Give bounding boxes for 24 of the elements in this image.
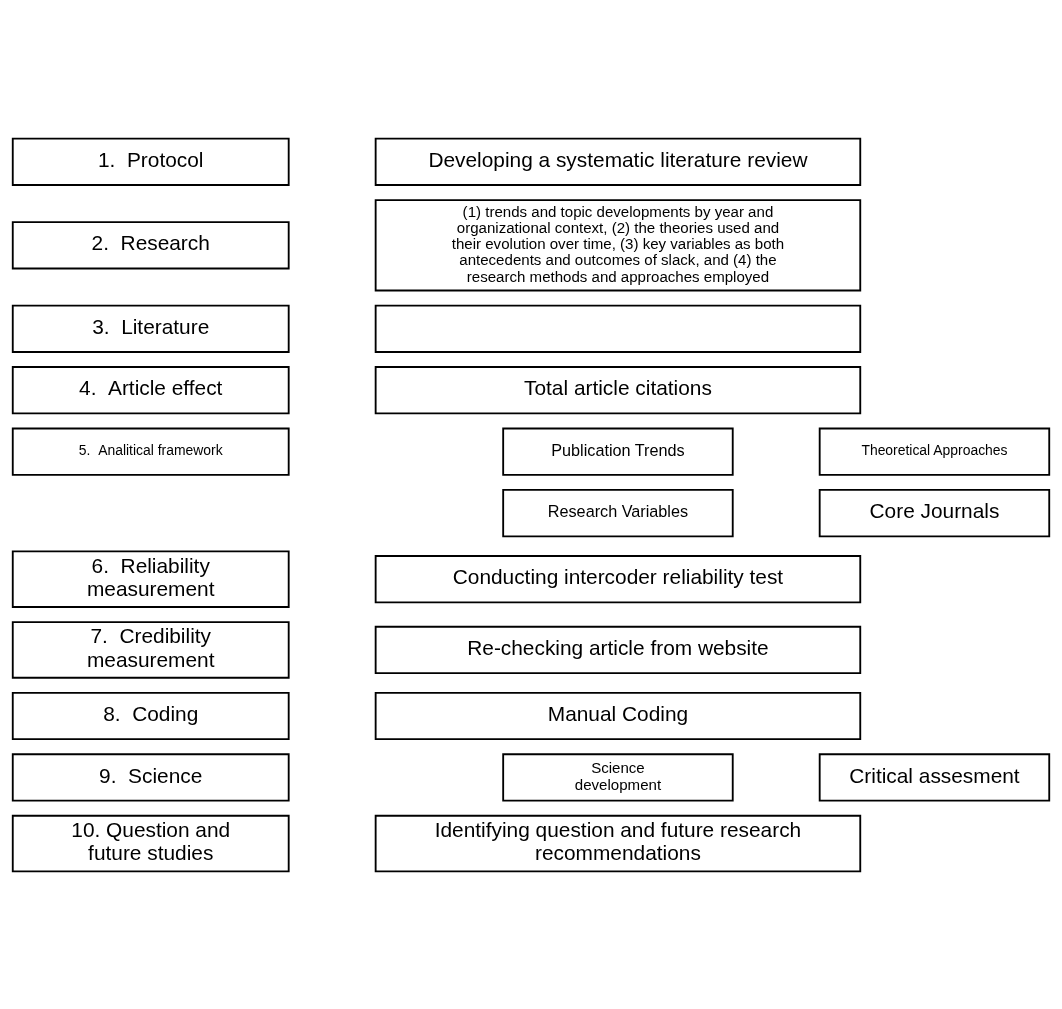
node-box: 4. Article effect: [11, 365, 290, 414]
node-box: 9. Science: [11, 752, 290, 802]
node-box: Science development: [502, 752, 734, 802]
node-box: Critical assesment: [818, 752, 1051, 802]
node-box: 1. Protocol: [11, 137, 290, 186]
node-box: 5. Analitical framework: [11, 427, 290, 476]
node-box: Total article citations: [374, 365, 862, 414]
node-box: 8. Coding: [11, 691, 290, 740]
node-box: 2. Research: [11, 220, 290, 269]
node-box: Re-checking article from website: [374, 625, 862, 674]
node-box: Core Journals: [818, 488, 1051, 537]
node-box: Research Variables: [502, 488, 734, 537]
node-box: Identifying question and future research recommendations: [374, 814, 862, 872]
node-box: Manual Coding: [374, 691, 862, 740]
node-box: 3. Literature: [11, 304, 290, 353]
node-box: 7. Credibility measurement: [11, 620, 290, 679]
node-box: Publication Trends: [502, 427, 734, 476]
node-box: 10. Question and future studies: [11, 814, 290, 872]
node-box: 6. Reliability measurement: [11, 549, 290, 608]
node-box: Theoretical Approaches: [818, 427, 1051, 476]
node-box: [374, 304, 862, 353]
node-box: Developing a systematic literature review: [374, 137, 862, 186]
node-box: Conducting intercoder reliability test: [374, 554, 862, 603]
node-box: (1) trends and topic developments by year and organizational context, (2) the theories used and their evolution over time, (3) key variables as both antecedents and outcomes of slack, and (4) the research methods and approaches employed: [374, 198, 862, 291]
